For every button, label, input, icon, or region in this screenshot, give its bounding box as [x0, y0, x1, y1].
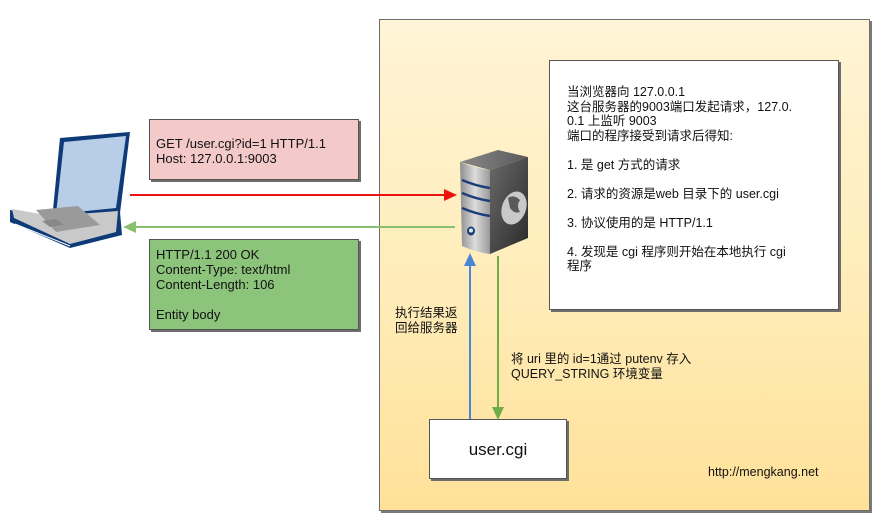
putenv-line: 将 uri 里的 id=1通过 putenv 存入 [511, 352, 692, 366]
request-arrow [130, 189, 457, 201]
server-globe-icon [460, 150, 528, 254]
exec-result-line: 回给服务器 [395, 321, 458, 335]
result-return-arrow [464, 253, 476, 419]
exec-result-label: 执行结果返 回给服务器 [395, 306, 458, 336]
info-line: 端口的程序接受到请求后得知: [567, 128, 733, 143]
response-arrow [123, 221, 455, 233]
server-explanation-box: 当浏览器向 127.0.0.1 这台服务器的9003端口发起请求，127.0. … [549, 60, 839, 310]
info-line: 这台服务器的9003端口发起请求，127.0. [567, 99, 793, 114]
http-response-box: HTTP/1.1 200 OK Content-Type: text/html … [149, 239, 359, 330]
cgi-program-label: user.cgi [468, 439, 528, 459]
info-line: 当浏览器向 127.0.0.1 [567, 85, 686, 99]
info-line: 3. 协议使用的是 HTTP/1.1 [567, 215, 713, 230]
info-line: 0.1 上监听 9003 [567, 114, 657, 128]
putenv-exec-arrow [492, 256, 504, 420]
response-status-line: HTTP/1.1 200 OK [156, 247, 260, 262]
request-host-header: Host: 127.0.0.1:9003 [156, 151, 277, 166]
response-content-type: Content-Type: text/html [156, 262, 291, 277]
request-line: GET /user.cgi?id=1 HTTP/1.1 [156, 136, 326, 151]
laptop-icon [10, 132, 130, 248]
info-line: 4. 发现是 cgi 程序则开始在本地执行 cgi [567, 244, 786, 259]
response-content-length: Content-Length: 106 [156, 277, 275, 292]
exec-result-line: 执行结果返 [395, 306, 458, 320]
info-line: 程序 [567, 259, 593, 273]
putenv-line: QUERY_STRING 环境变量 [511, 367, 663, 381]
site-url-label: http://mengkang.net [708, 465, 819, 479]
response-entity-body: Entity body [156, 307, 221, 322]
putenv-label: 将 uri 里的 id=1通过 putenv 存入 QUERY_STRING 环… [511, 352, 691, 382]
http-request-box: GET /user.cgi?id=1 HTTP/1.1 Host: 127.0.… [149, 119, 359, 180]
info-line: 2. 请求的资源是web 目录下的 user.cgi [567, 186, 779, 201]
info-line: 1. 是 get 方式的请求 [567, 157, 681, 172]
cgi-program-node: user.cgi [429, 419, 567, 479]
